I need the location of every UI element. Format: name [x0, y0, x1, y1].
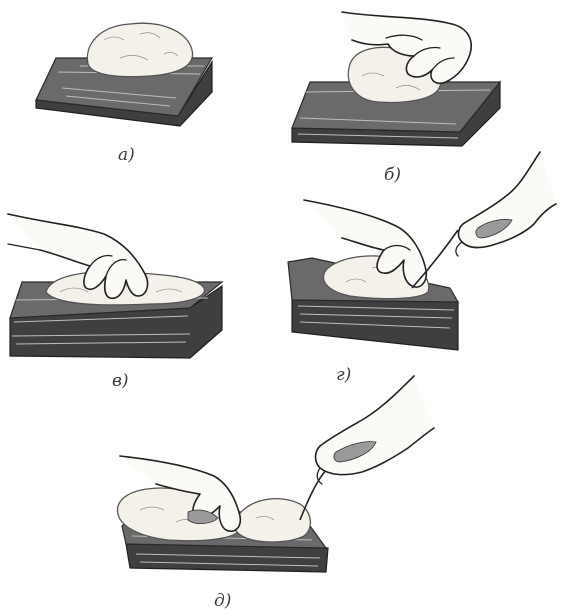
panel-b: б): [292, 12, 500, 185]
hand-g-right: [456, 152, 556, 256]
panel-label-d: д): [214, 591, 231, 611]
panel-a: а): [36, 23, 212, 165]
cutting-wire-d: [300, 470, 326, 520]
panel-label-v: в): [112, 371, 129, 391]
dough-lump-a: [87, 23, 192, 76]
panel-v: в): [8, 214, 222, 391]
panel-g: г): [288, 152, 556, 385]
panel-label-a: а): [118, 145, 135, 165]
panel-d: д): [118, 376, 434, 611]
panel-label-g: г): [336, 365, 351, 385]
panel-label-b: б): [384, 165, 401, 185]
hand-d-right: [316, 376, 435, 484]
dough-lump-d-right: [234, 499, 310, 542]
